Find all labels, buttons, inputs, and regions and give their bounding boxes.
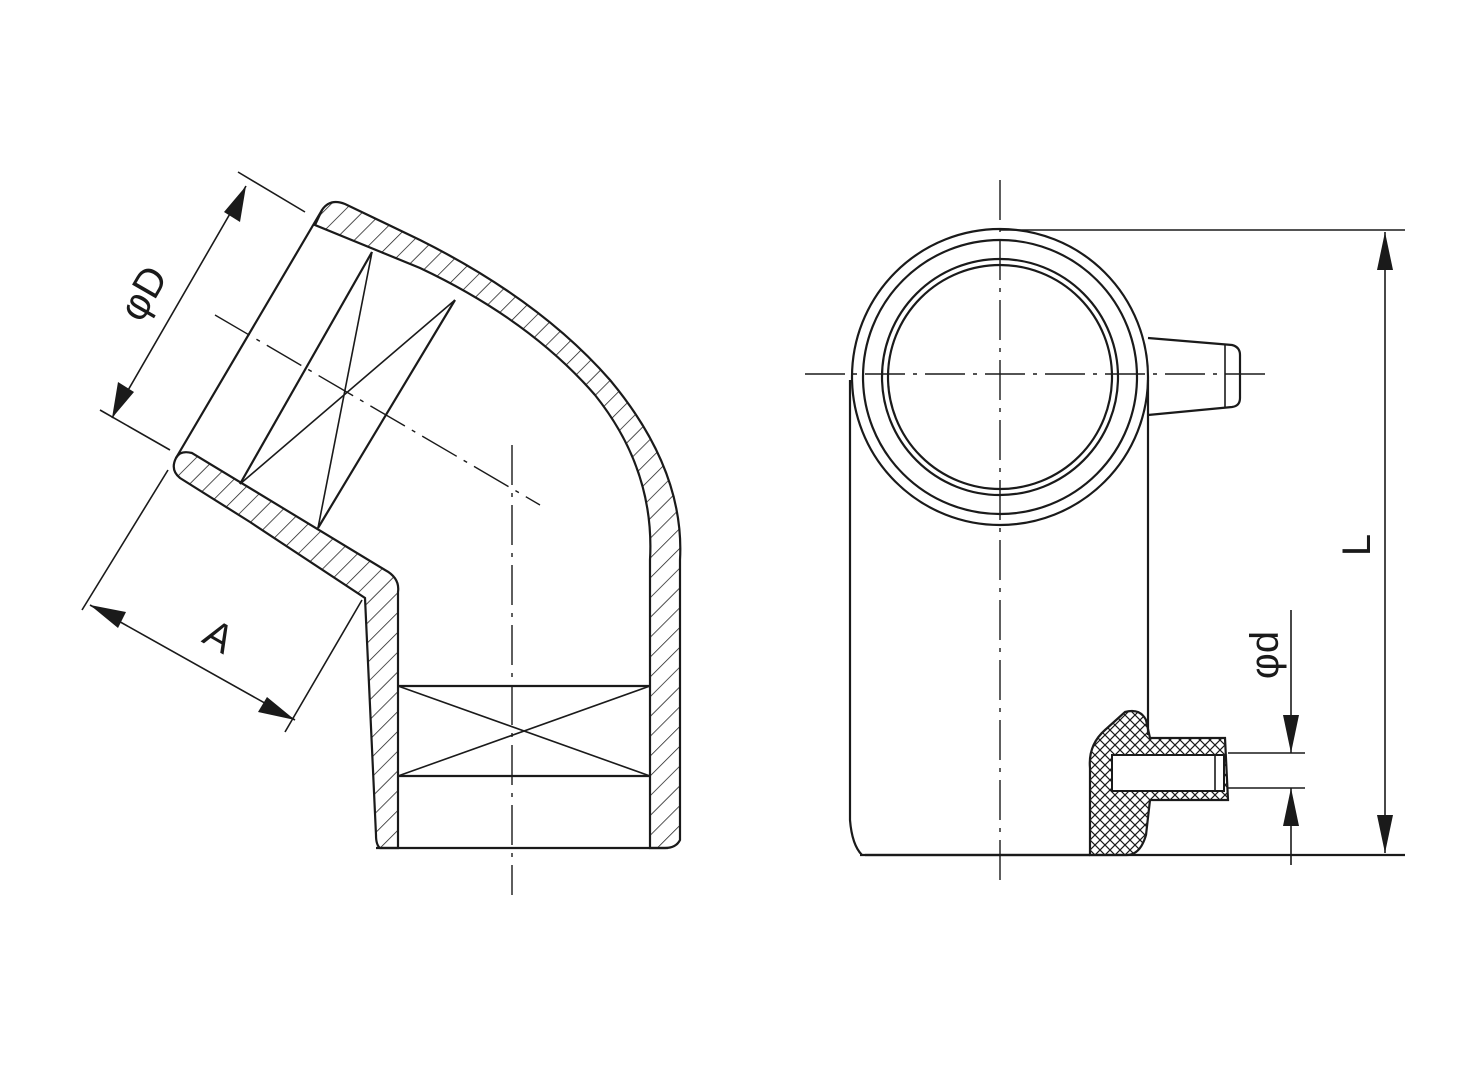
pin-diameter-arrow-bottom xyxy=(1283,788,1299,826)
upper-socket-edge-left xyxy=(175,209,323,459)
diameter-arrow-top xyxy=(224,186,246,222)
diameter-extension-bottom xyxy=(99,409,171,451)
length-l-arrow-top xyxy=(1377,232,1393,270)
length-a-label: A xyxy=(196,611,241,663)
terminal-lug-top xyxy=(1147,336,1242,417)
elbow-outer-wall xyxy=(313,200,682,850)
end-view: L φd xyxy=(805,180,1405,880)
elbow-section-view: φD A xyxy=(81,171,682,895)
length-l-label: L xyxy=(1335,534,1379,556)
diameter-label: φD xyxy=(111,259,177,328)
terminal-pin-bore xyxy=(1111,754,1225,792)
pin-diameter-label: φd xyxy=(1243,631,1287,679)
pin-diameter-arrow-top xyxy=(1283,715,1299,753)
length-a-arrow-left xyxy=(90,605,126,628)
elbow-centerline-diagonal xyxy=(214,314,541,506)
length-a-extension-left xyxy=(81,469,169,611)
diameter-arrow-bottom xyxy=(112,382,134,418)
length-a-arrow-right xyxy=(258,697,295,720)
length-l-arrow-bottom xyxy=(1377,815,1393,853)
upper-socket-edge-inner xyxy=(239,251,373,485)
diameter-extension-top xyxy=(237,171,306,213)
upper-socket-edge-inner-2 xyxy=(317,299,456,529)
upper-socket-cross-1 xyxy=(317,251,373,529)
diameter-dimension-line xyxy=(111,185,247,419)
length-a-dimension-line xyxy=(89,604,296,721)
length-a-extension-right xyxy=(284,599,363,733)
lower-socket-cross-2 xyxy=(397,685,651,777)
